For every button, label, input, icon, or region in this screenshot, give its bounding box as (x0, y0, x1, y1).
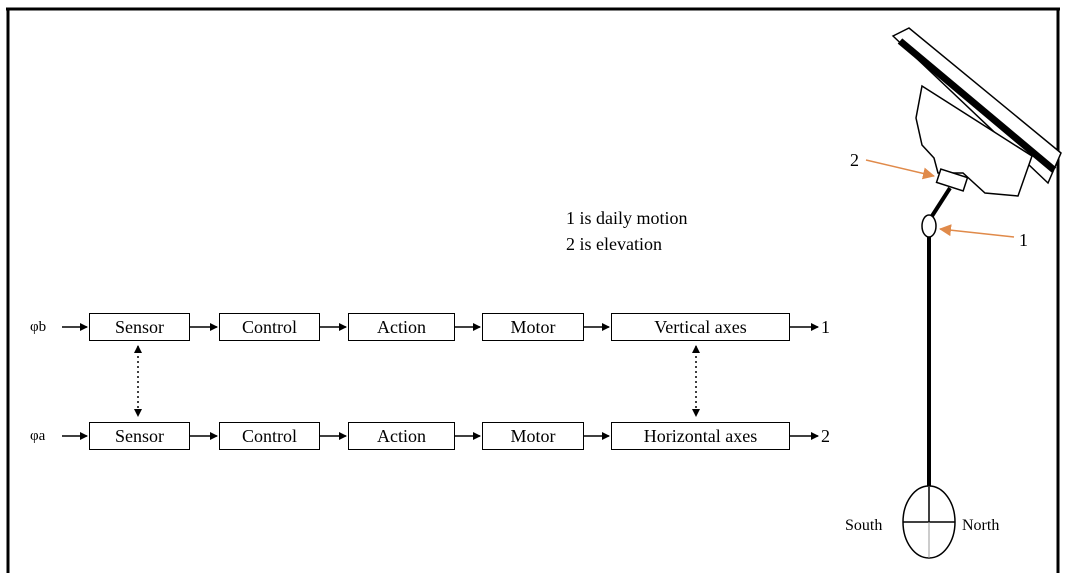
outer-border (6, 7, 1060, 573)
legend-elevation: 2 is elevation (566, 234, 662, 254)
output-1: 1 (821, 317, 830, 337)
row-a-action-block: Action (348, 422, 455, 450)
south-label: South (845, 517, 883, 534)
row-b-vertical-axes-block: Vertical axes (611, 313, 790, 341)
row-a-horizontal-axes-block: Horizontal axes (611, 422, 790, 450)
row-a-sensor-block: Sensor (89, 422, 190, 450)
input-phi-a: φa (30, 428, 46, 444)
daily-motion-joint (921, 214, 937, 238)
legend-daily-motion: 1 is daily motion (566, 208, 688, 228)
elevation-actuator (935, 168, 969, 192)
compass-base (902, 485, 956, 559)
row-b-motor-block: Motor (482, 313, 584, 341)
row-b-control-block: Control (219, 313, 320, 341)
row-a-motor-block: Motor (482, 422, 584, 450)
solar-tracker-illustration (865, 27, 1062, 559)
input-phi-b: φb (30, 319, 47, 335)
callout-arrow-1 (939, 224, 1015, 238)
callout-arrow-2 (865, 159, 935, 180)
row-b-sensor-block: Sensor (89, 313, 190, 341)
callout-label-2: 2 (850, 150, 859, 170)
row-a-control-block: Control (219, 422, 320, 450)
output-2: 2 (821, 426, 830, 446)
row-b-action-block: Action (348, 313, 455, 341)
north-label: North (962, 517, 1000, 534)
callout-label-1: 1 (1019, 230, 1028, 250)
